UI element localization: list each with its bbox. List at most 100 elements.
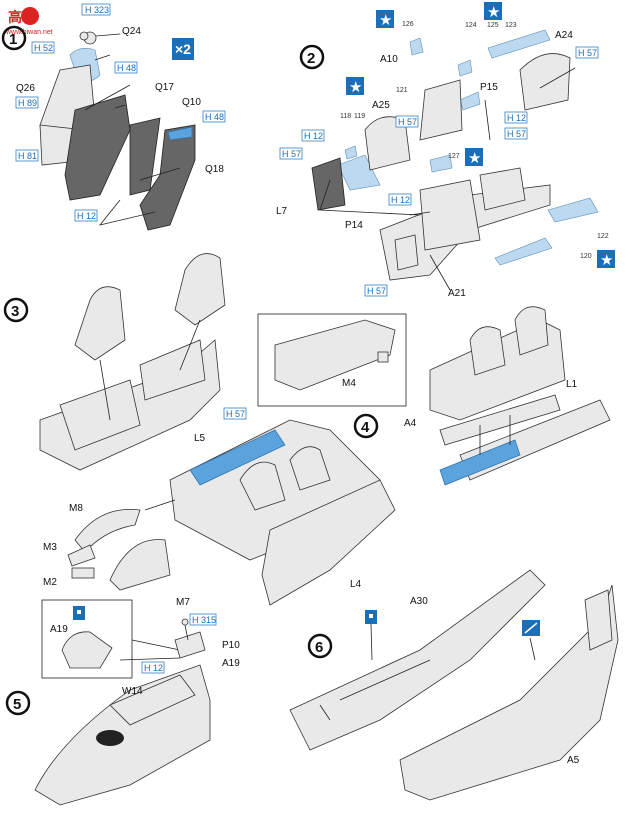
label-h12: H 12 <box>77 211 96 221</box>
canopy-frame-m8-part <box>74 508 141 553</box>
label-h57: H 57 <box>226 409 245 419</box>
label-p15: P15 <box>480 82 498 93</box>
label-decal-124: 124 <box>465 22 477 29</box>
floor-a4-part <box>439 394 561 446</box>
svg-text:★: ★ <box>379 12 392 29</box>
watermark-site: www.hiwan.net <box>5 29 53 36</box>
label-m8: M8 <box>69 503 83 514</box>
label-decal-127: 127 <box>448 153 460 160</box>
decal-120 <box>494 237 553 266</box>
label-l7: L7 <box>276 206 288 217</box>
label-decal-118: 118 <box>340 113 351 120</box>
star-decal-icon <box>597 250 615 268</box>
label-h12c: H 12 <box>391 195 410 205</box>
label-h12b: H 12 <box>304 131 323 141</box>
label-q24: Q24 <box>122 26 141 37</box>
label-h323: H 323 <box>85 5 109 15</box>
star-decal-icon <box>376 10 394 28</box>
seat-frame-q17-part <box>64 94 131 201</box>
label-h48b: H 48 <box>205 112 224 122</box>
panel-a25-part <box>364 116 411 171</box>
label-p14: P14 <box>345 220 363 231</box>
decal-127 <box>429 154 453 173</box>
label-l5: L5 <box>194 433 206 444</box>
label-q18: Q18 <box>205 164 224 175</box>
step-6-number: 6 <box>315 639 323 656</box>
step-1-multiplier-badge <box>172 38 194 60</box>
label-l4: L4 <box>350 579 362 590</box>
seat-back-q18-part <box>139 124 196 231</box>
step-4: 4 M4 H 57 L5 A4 L1 M8 M3 M2 <box>43 306 611 608</box>
step-3-number: 3 <box>11 303 19 320</box>
step-3-badge <box>3 297 29 323</box>
panel-a10-part <box>419 79 463 141</box>
part-m2 <box>71 567 95 579</box>
step-1: 1 ×2 H 323 Q24 H 52 Q26 H 89 H 48 Q17 Q1… <box>1 3 226 231</box>
bulkhead-a24-part <box>519 53 571 111</box>
instrument-panel-detail <box>61 631 113 669</box>
label-h315: H 315 <box>192 615 216 625</box>
label-w14: W14 <box>122 686 143 697</box>
step-2: 2 ★ ★ ★ ★ ★ <box>276 2 615 299</box>
label-decal-120: 120 <box>580 253 592 260</box>
step-2-badge <box>299 44 325 70</box>
sidewall-blue-area <box>439 439 521 486</box>
console-m4-detail <box>274 319 396 391</box>
decal-118 <box>344 145 358 160</box>
pin-p15-part <box>484 99 491 141</box>
step-1-badge <box>1 25 27 51</box>
step-5-number: 5 <box>13 696 21 713</box>
label-a10: A10 <box>380 54 398 65</box>
svg-text:★: ★ <box>600 252 613 269</box>
fuselage-blue-area <box>189 429 286 486</box>
label-h57a: H 57 <box>578 48 597 58</box>
watermark-logo-text: 高玩 <box>8 9 36 25</box>
cockpit-wall-part <box>419 179 481 251</box>
label-decal-125: 125 <box>487 22 499 29</box>
label-m4: M4 <box>342 378 356 389</box>
seat-rear-part <box>174 253 226 326</box>
star-decal-icon <box>484 2 502 20</box>
hud-a19-part <box>174 631 206 659</box>
step-4-number: 4 <box>361 419 370 436</box>
label-a19-inset: A19 <box>50 624 68 635</box>
part-m3 <box>67 544 96 567</box>
label-h57d: H 57 <box>282 149 301 159</box>
label-decal-119: 119 <box>354 113 365 120</box>
decal-123 <box>487 29 551 59</box>
label-h57c: H 57 <box>398 117 417 127</box>
svg-text:★: ★ <box>487 4 500 21</box>
seat-back-blue-pad <box>167 126 193 141</box>
label-m2: M2 <box>43 577 57 588</box>
label-a4: A4 <box>404 418 417 429</box>
decal-119 <box>337 154 381 191</box>
label-h57e: H 57 <box>367 286 386 296</box>
label-decal-121: 121 <box>396 87 408 94</box>
step-4-badge <box>353 413 379 439</box>
lower-fuselage-a5-part <box>399 584 619 801</box>
svg-text:★: ★ <box>468 150 481 167</box>
label-m3: M3 <box>43 542 57 553</box>
watermark-logo: 高玩 www.hiwan.net <box>5 7 53 36</box>
label-h81: H 81 <box>18 151 37 161</box>
label-a24: A24 <box>555 30 573 41</box>
step-1-number: 1 <box>9 31 17 48</box>
step-1-multiplier: ×2 <box>175 41 191 57</box>
fuselage-l4-part <box>261 479 396 606</box>
step-3: 3 <box>3 253 226 471</box>
decal-122 <box>547 197 599 223</box>
step-2-number: 2 <box>307 50 315 67</box>
step-6: 6 A30 A5 <box>289 569 619 801</box>
label-decal-126: 126 <box>402 21 414 28</box>
decal-124 <box>457 59 473 77</box>
star-decal-icon <box>346 77 364 95</box>
cockpit-wall-rear-part <box>479 167 526 211</box>
label-l1: L1 <box>566 379 578 390</box>
part-p10 <box>181 618 189 626</box>
label-h48a: H 48 <box>117 63 136 73</box>
windscreen-w14-part <box>96 730 124 746</box>
svg-text:★: ★ <box>349 79 362 96</box>
label-h52: H 52 <box>34 43 53 53</box>
label-q26: Q26 <box>16 83 35 94</box>
